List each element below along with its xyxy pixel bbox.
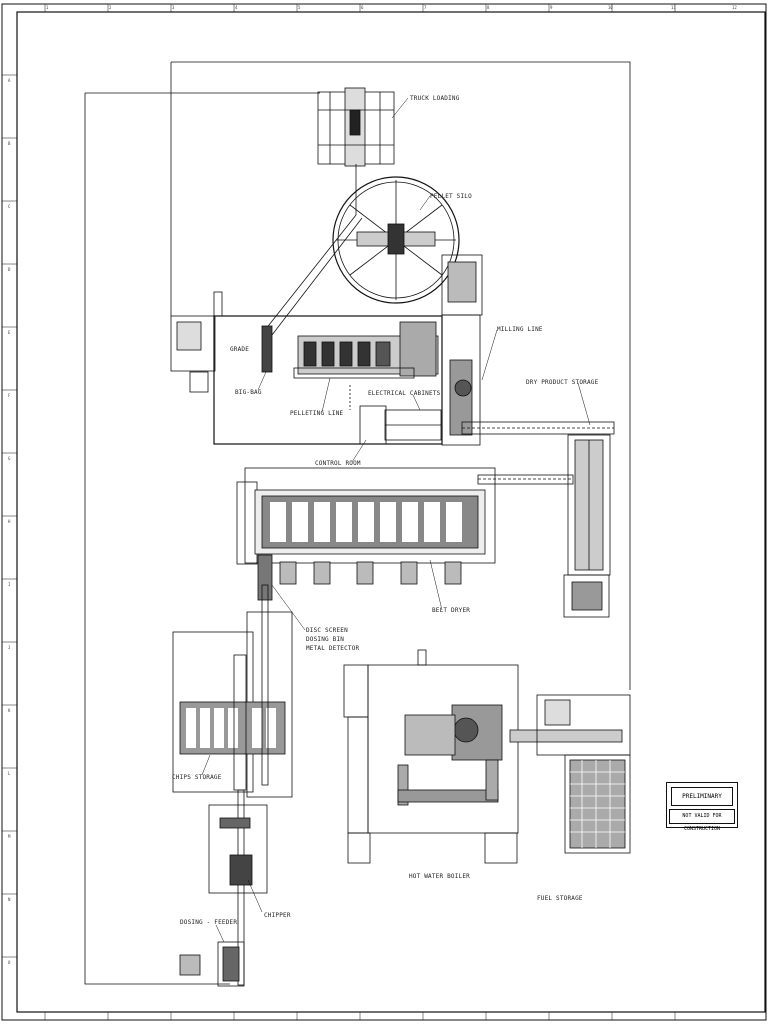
col-mark-7: 7 — [424, 5, 427, 10]
stamp-title: PRELIMINARY — [671, 787, 733, 806]
row-mark-m: M — [8, 834, 11, 839]
chipper-line — [179, 789, 268, 987]
label-pelleting-line: PELLETING LINE — [290, 410, 344, 417]
label-milling-line: MILLING LINE — [497, 326, 543, 333]
label-big-bag: BIG-BAG — [235, 389, 262, 396]
label-disc-screen: DISC SCREEN — [306, 627, 348, 634]
row-mark-b: B — [8, 141, 11, 146]
row-mark-g: G — [8, 456, 11, 461]
hot-water-boiler — [343, 649, 519, 864]
row-mark-o: O — [8, 960, 11, 965]
col-mark-11: 11 — [671, 5, 676, 10]
col-mark-6: 6 — [361, 5, 364, 10]
row-mark-n: N — [8, 897, 11, 902]
label-dosing-feeder: DOSING - FEEDER — [180, 919, 238, 926]
pelleting-building — [170, 291, 443, 445]
belt-dryer — [236, 467, 496, 601]
label-control-room: CONTROL ROOM — [315, 460, 361, 467]
row-mark-f: F — [8, 393, 11, 398]
leader-lines — [201, 97, 591, 943]
truck-loading-unit — [317, 87, 395, 215]
col-mark-9: 9 — [550, 5, 553, 10]
conveyors — [461, 421, 615, 485]
row-mark-i: I — [8, 582, 11, 587]
row-mark-e: E — [8, 330, 11, 335]
dry-product-storage — [563, 434, 611, 618]
preliminary-stamp: PRELIMINARY NOT VALID FOR CONSTRUCTION — [666, 782, 738, 832]
fuel-storage — [536, 694, 631, 854]
label-metal-detector: METAL DETECTOR — [306, 645, 360, 652]
label-electrical-cabinets: ELECTRICAL CABINETS — [368, 390, 441, 397]
label-dosing-bin: DOSING BIN — [306, 636, 345, 643]
row-mark-l: L — [8, 771, 11, 776]
label-hot-water-boiler: HOT WATER BOILER — [409, 873, 470, 880]
site-boundary-top — [171, 61, 631, 690]
col-mark-5: 5 — [298, 5, 301, 10]
label-chips-storage: CHIPS STORAGE — [172, 774, 222, 781]
col-mark-3: 3 — [172, 5, 175, 10]
col-mark-1: 1 — [46, 5, 49, 10]
label-pellet-silo: PELLET SILO — [430, 193, 472, 200]
site-boundary-left — [84, 93, 230, 985]
stamp-subtitle: NOT VALID FOR CONSTRUCTION — [669, 809, 735, 832]
col-mark-2: 2 — [109, 5, 112, 10]
label-dry-product-storage: DRY PRODUCT STORAGE — [526, 379, 599, 386]
chips-storage-building — [172, 584, 293, 798]
row-mark-k: K — [8, 708, 11, 713]
label-chipper: CHIPPER — [264, 912, 291, 919]
label-truck-loading: TRUCK LOADING — [410, 95, 460, 102]
row-mark-h: H — [8, 519, 11, 524]
col-mark-8: 8 — [487, 5, 490, 10]
col-mark-10: 10 — [608, 5, 613, 10]
row-mark-c: C — [8, 204, 11, 209]
label-grade: GRADE — [230, 346, 250, 353]
outer-frame — [1, 3, 767, 1021]
row-mark-j: J — [8, 645, 11, 650]
row-mark-a: A — [8, 78, 11, 83]
milling-building — [441, 254, 483, 446]
label-belt-dryer: BELT DRYER — [432, 607, 471, 614]
col-mark-12: 12 — [732, 5, 737, 10]
col-mark-4: 4 — [235, 5, 238, 10]
row-mark-d: D — [8, 267, 11, 272]
inner-frame — [16, 11, 766, 1013]
pellet-silo — [264, 176, 460, 336]
border-ticks — [2, 4, 676, 1020]
label-fuel-storage: FUEL STORAGE — [537, 895, 583, 902]
fuel-feed-conveyor — [509, 729, 623, 743]
